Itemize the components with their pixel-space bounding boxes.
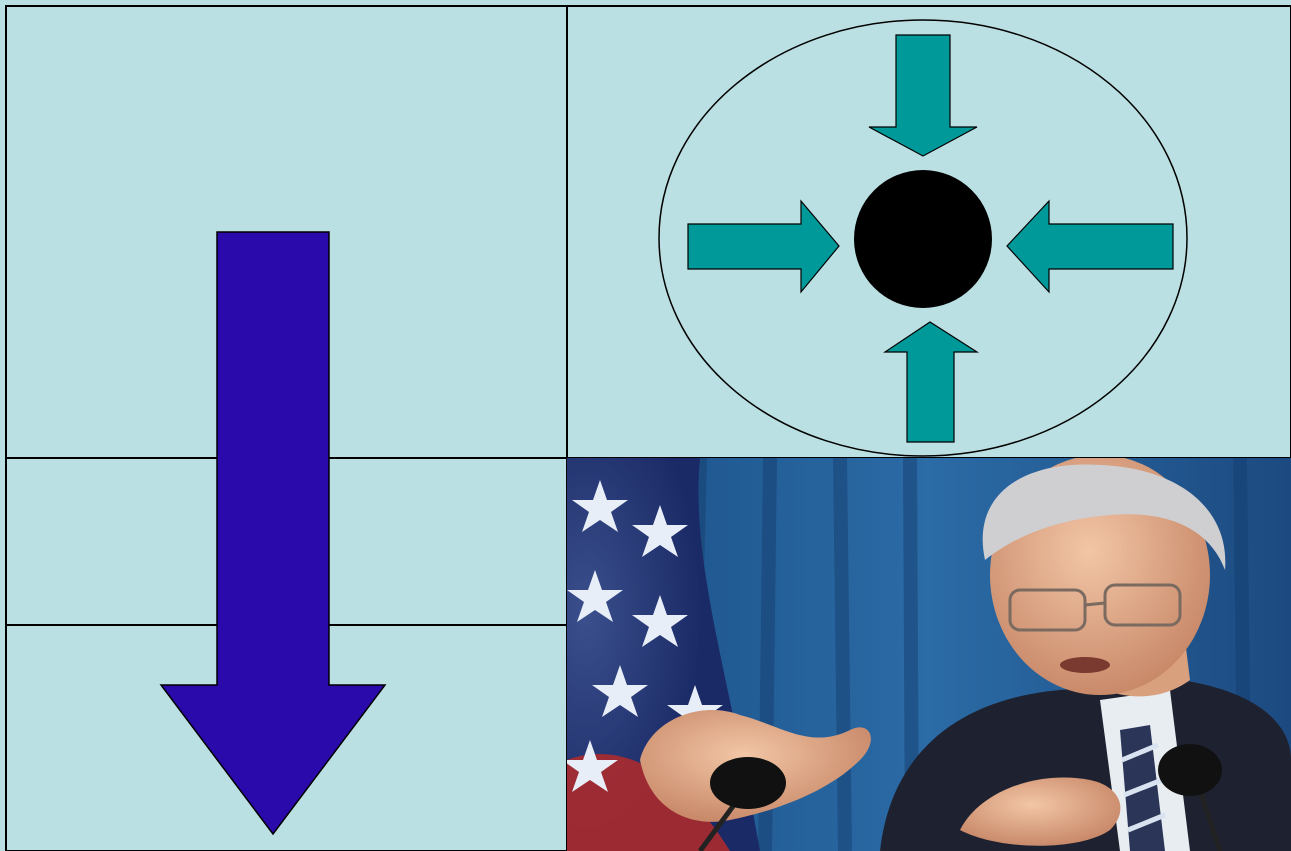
outer-border: [5, 5, 1291, 851]
inward-arrow-icon: [868, 34, 978, 157]
inward-arrow-icon: [687, 199, 840, 294]
converging-diagram: [658, 19, 1188, 457]
star-icon: [567, 480, 723, 792]
microphone-icon: [1158, 744, 1223, 851]
speaker-photo: [567, 458, 1291, 851]
down-arrow-icon: [159, 231, 387, 836]
inward-arrow-icon: [883, 321, 980, 443]
boundary-ellipse: [658, 19, 1188, 457]
center-dot-icon: [854, 170, 992, 308]
inward-arrow-icon: [1006, 199, 1174, 294]
microphone-icon: [697, 757, 786, 851]
